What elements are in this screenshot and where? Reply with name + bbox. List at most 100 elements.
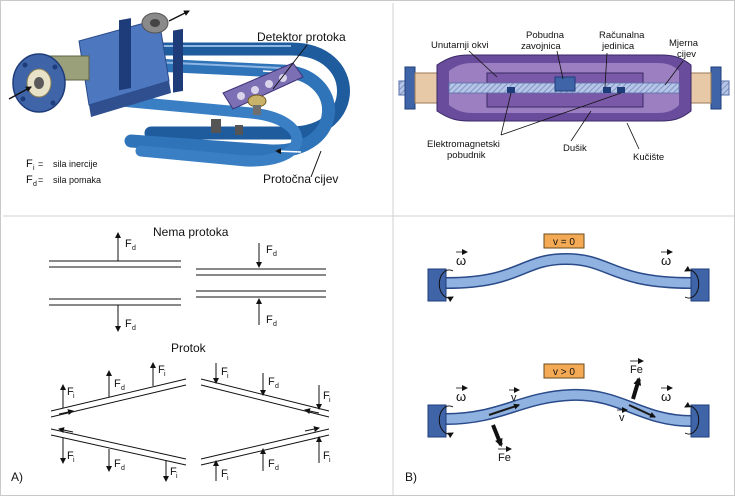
force-sub: d bbox=[273, 251, 277, 258]
force-legend: F i = sila inercije F d = sila pomaka bbox=[26, 158, 101, 188]
force-sub: d bbox=[273, 321, 277, 328]
tube-mount-right bbox=[690, 268, 710, 302]
force-sub: i bbox=[176, 473, 178, 480]
back-u-tube bbox=[124, 42, 350, 140]
legend-text-inertia: sila inercije bbox=[53, 159, 98, 169]
force-sub: i bbox=[329, 457, 331, 464]
legend-symbol: F bbox=[26, 174, 33, 186]
legend-subscript: i bbox=[33, 165, 35, 172]
tube-mount-right bbox=[690, 404, 710, 438]
force-sub: i bbox=[227, 373, 229, 380]
force-sub: i bbox=[164, 371, 166, 378]
force-sub: d bbox=[132, 245, 136, 252]
detector-label: Detektor protoka bbox=[257, 30, 346, 44]
coriolis-force-up bbox=[631, 377, 642, 400]
state-tag-zero bbox=[543, 233, 585, 249]
force-sub: i bbox=[73, 457, 75, 464]
force-label: F bbox=[158, 364, 165, 376]
tube-mount-left bbox=[427, 404, 447, 438]
detector-leader bbox=[272, 44, 308, 90]
force-label: F bbox=[221, 366, 228, 378]
no-flow-title: Nema protoka bbox=[153, 225, 229, 239]
coriolis-force-label: Fe bbox=[630, 364, 643, 376]
tube-leader bbox=[310, 150, 322, 178]
em-exciter-left bbox=[507, 87, 515, 93]
force-label: F bbox=[323, 390, 330, 402]
support-plate bbox=[119, 18, 131, 91]
label-inner-frame: Unutarnji okvi bbox=[431, 40, 489, 51]
force-sub: i bbox=[227, 475, 229, 482]
velocity-label: v bbox=[511, 392, 517, 404]
meter-3d-illustration bbox=[8, 10, 350, 178]
force-label: F bbox=[114, 378, 121, 390]
state-tag-positive bbox=[543, 363, 585, 379]
force-label: F bbox=[323, 450, 330, 462]
label-computing-unit-1: Računalna bbox=[599, 30, 645, 41]
force-sub: d bbox=[275, 465, 279, 472]
legend-text-displacement: sila pomaka bbox=[53, 175, 101, 185]
tube-with-flow bbox=[427, 377, 710, 447]
label-em-exciter-2: pobudnik bbox=[447, 150, 486, 161]
omega-left: ω bbox=[456, 389, 466, 404]
force-label: F bbox=[221, 468, 228, 480]
right-flange bbox=[710, 66, 722, 110]
legend-symbol: F bbox=[26, 158, 33, 170]
force-label: F bbox=[114, 458, 121, 470]
tube-label: Protočna cijev bbox=[263, 172, 338, 186]
label-nitrogen: Dušik bbox=[563, 143, 587, 154]
label-measuring-tube-2: cijev bbox=[677, 49, 696, 60]
label-housing: Kučište bbox=[633, 152, 664, 163]
cross-section-diagram bbox=[398, 50, 730, 150]
velocity-label: v bbox=[619, 412, 625, 424]
force-sub: d bbox=[121, 385, 125, 392]
omega-left: ω bbox=[456, 253, 466, 268]
tube-no-flow bbox=[427, 252, 710, 303]
force-label: F bbox=[125, 238, 132, 250]
force-label: F bbox=[125, 318, 132, 330]
flow-tubes bbox=[50, 378, 330, 466]
lower-u-tube bbox=[115, 95, 303, 167]
left-flange bbox=[404, 66, 416, 110]
panel-letter-a: A) bbox=[11, 470, 23, 484]
legend-equals: = bbox=[38, 159, 43, 169]
legend-subscript: d bbox=[33, 181, 37, 188]
no-flow-force-labels: F d F d F d F d bbox=[125, 238, 277, 332]
force-sub: i bbox=[329, 397, 331, 404]
legend-equals: = bbox=[38, 175, 43, 185]
em-exciter-right bbox=[617, 87, 625, 93]
force-label: F bbox=[268, 458, 275, 470]
coriolis-force-down bbox=[491, 424, 503, 447]
force-label: F bbox=[268, 376, 275, 388]
panel-letter-b: B) bbox=[405, 470, 417, 484]
omega-right: ω bbox=[661, 253, 671, 268]
label-exciting-coil-2: zavojnica bbox=[521, 41, 561, 52]
force-sub: d bbox=[121, 465, 125, 472]
flow-title: Protok bbox=[171, 341, 207, 355]
flow-force-labels: F i F d F i F i F d F i F i F d F i F i … bbox=[67, 364, 331, 482]
omega-right: ω bbox=[661, 389, 671, 404]
tube-mount-left bbox=[427, 268, 447, 302]
state-positive-label: v > 0 bbox=[553, 367, 575, 378]
outlet-flow-arrow bbox=[168, 10, 190, 22]
label-computing-unit-2: jedinica bbox=[601, 41, 635, 52]
force-label: F bbox=[170, 466, 177, 478]
flow-forces bbox=[60, 362, 322, 482]
force-sub: d bbox=[275, 383, 279, 390]
no-flow-tubes bbox=[49, 260, 326, 306]
no-flow-forces bbox=[115, 232, 262, 332]
label-em-exciter-1: Elektromagnetski bbox=[427, 139, 500, 150]
coriolis-force-label: Fe bbox=[498, 452, 511, 464]
force-label: F bbox=[67, 450, 74, 462]
force-sub: i bbox=[73, 393, 75, 400]
force-label: F bbox=[266, 314, 273, 326]
state-zero-label: v = 0 bbox=[553, 237, 575, 248]
inlet-flow-arrow bbox=[8, 86, 32, 100]
force-label: F bbox=[266, 244, 273, 256]
label-exciting-coil-1: Pobudna bbox=[526, 30, 565, 41]
exciter-coil bbox=[554, 76, 576, 92]
label-measuring-tube-1: Mjerna bbox=[669, 38, 699, 49]
force-sub: d bbox=[132, 325, 136, 332]
force-label: F bbox=[67, 386, 74, 398]
